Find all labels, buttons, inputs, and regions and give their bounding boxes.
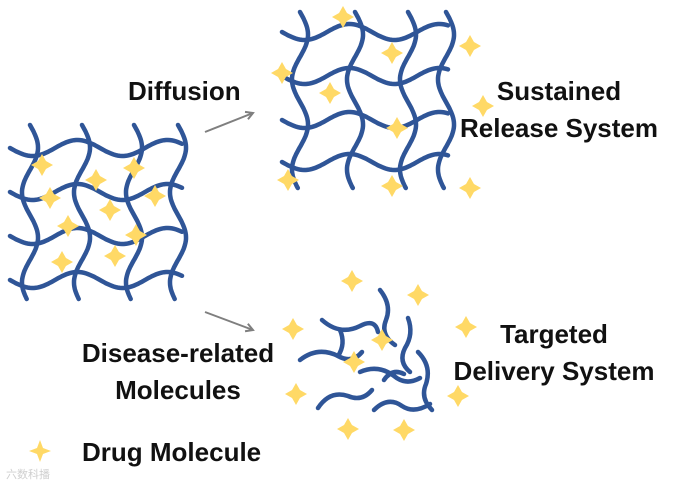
arrow-targeted: [204, 311, 253, 330]
network-fragment: [371, 399, 433, 413]
drug-molecules: [31, 6, 494, 441]
label-sustained-line2: Release System: [459, 113, 659, 143]
network-strand-vertical: [344, 9, 366, 191]
sustained-release-network: [279, 9, 457, 191]
drug-molecule-star-icon: [472, 95, 494, 117]
network-strand-vertical: [397, 9, 419, 191]
degraded-network-fragments: [297, 287, 435, 413]
drug-molecule-star-icon: [393, 419, 415, 441]
network-strand-vertical: [123, 122, 145, 302]
arrow-diffusion: [204, 113, 253, 133]
label-targeted-delivery: Targeted Delivery System: [430, 317, 678, 388]
drug-molecule-star-icon: [332, 6, 354, 28]
drug-molecule-star-icon: [381, 42, 403, 64]
drug-molecule-star-icon: [85, 169, 107, 191]
network-strand-vertical: [19, 122, 41, 302]
network-fragment: [400, 315, 413, 375]
drug-molecule-star-icon: [337, 418, 359, 440]
network-strand-vertical: [289, 9, 311, 191]
label-sustained-release: Sustained Release System: [430, 74, 688, 145]
network-fragment: [357, 366, 423, 384]
network-strand-horizontal: [279, 65, 451, 87]
drug-molecule-star-icon: [459, 177, 481, 199]
drug-molecule-star-icon: [381, 175, 403, 197]
drug-molecule-star-icon: [277, 169, 299, 191]
drug-molecule-star-icon: [99, 199, 121, 221]
network-strand-vertical: [435, 9, 457, 191]
network-fragment: [415, 349, 435, 413]
drug-molecule-star-icon: [319, 82, 341, 104]
drug-molecule-star-icon: [123, 157, 145, 179]
drug-molecule-star-icon: [343, 351, 365, 373]
drug-molecule-star-icon: [57, 215, 79, 237]
drug-molecule-star-icon: [144, 185, 166, 207]
label-targeted-line1: Targeted: [500, 319, 608, 349]
network-fragment: [315, 387, 375, 411]
drug-molecule-star-icon: [459, 35, 481, 57]
label-disease-line1: Disease-related: [81, 338, 275, 368]
drug-molecule-star-icon: [39, 187, 61, 209]
label-diffusion: Diffusion: [128, 76, 241, 106]
drug-molecule-star-icon: [282, 318, 304, 340]
legend-drug-icon: [29, 440, 51, 462]
drug-molecule-star-icon: [455, 316, 477, 338]
drug-molecule-star-icon: [386, 117, 408, 139]
drug-molecule-star-icon: [371, 329, 393, 351]
drug-molecule-star-icon: [31, 154, 53, 176]
drug-molecule-star-icon: [407, 284, 429, 306]
network-fragment: [319, 317, 381, 335]
network-strand-vertical: [71, 122, 93, 302]
network-strand-vertical: [167, 122, 189, 302]
drug-molecule-star-icon: [271, 62, 293, 84]
drug-molecule-star-icon: [104, 245, 126, 267]
network-fragment: [335, 327, 345, 359]
drug-molecule-star-icon: [341, 270, 363, 292]
label-targeted-line2: Delivery System: [453, 356, 655, 386]
network-fragment: [381, 369, 407, 383]
drug-molecule-star-icon: [447, 385, 469, 407]
drug-molecule-star-icon: [285, 383, 307, 405]
initial-hydrogel-network: [7, 122, 189, 302]
label-sustained-line1: Sustained: [496, 76, 622, 106]
drug-molecule-star-icon: [125, 224, 147, 246]
drug-molecule-star-icon: [51, 251, 73, 273]
label-disease-line2: Molecules: [115, 375, 241, 405]
label-disease-molecules: Disease-related Molecules: [62, 336, 294, 407]
legend-drug-label: Drug Molecule: [82, 437, 262, 467]
watermark: 六数科播: [6, 468, 50, 481]
network-strand-horizontal: [7, 269, 185, 291]
network-strand-horizontal: [279, 151, 451, 173]
